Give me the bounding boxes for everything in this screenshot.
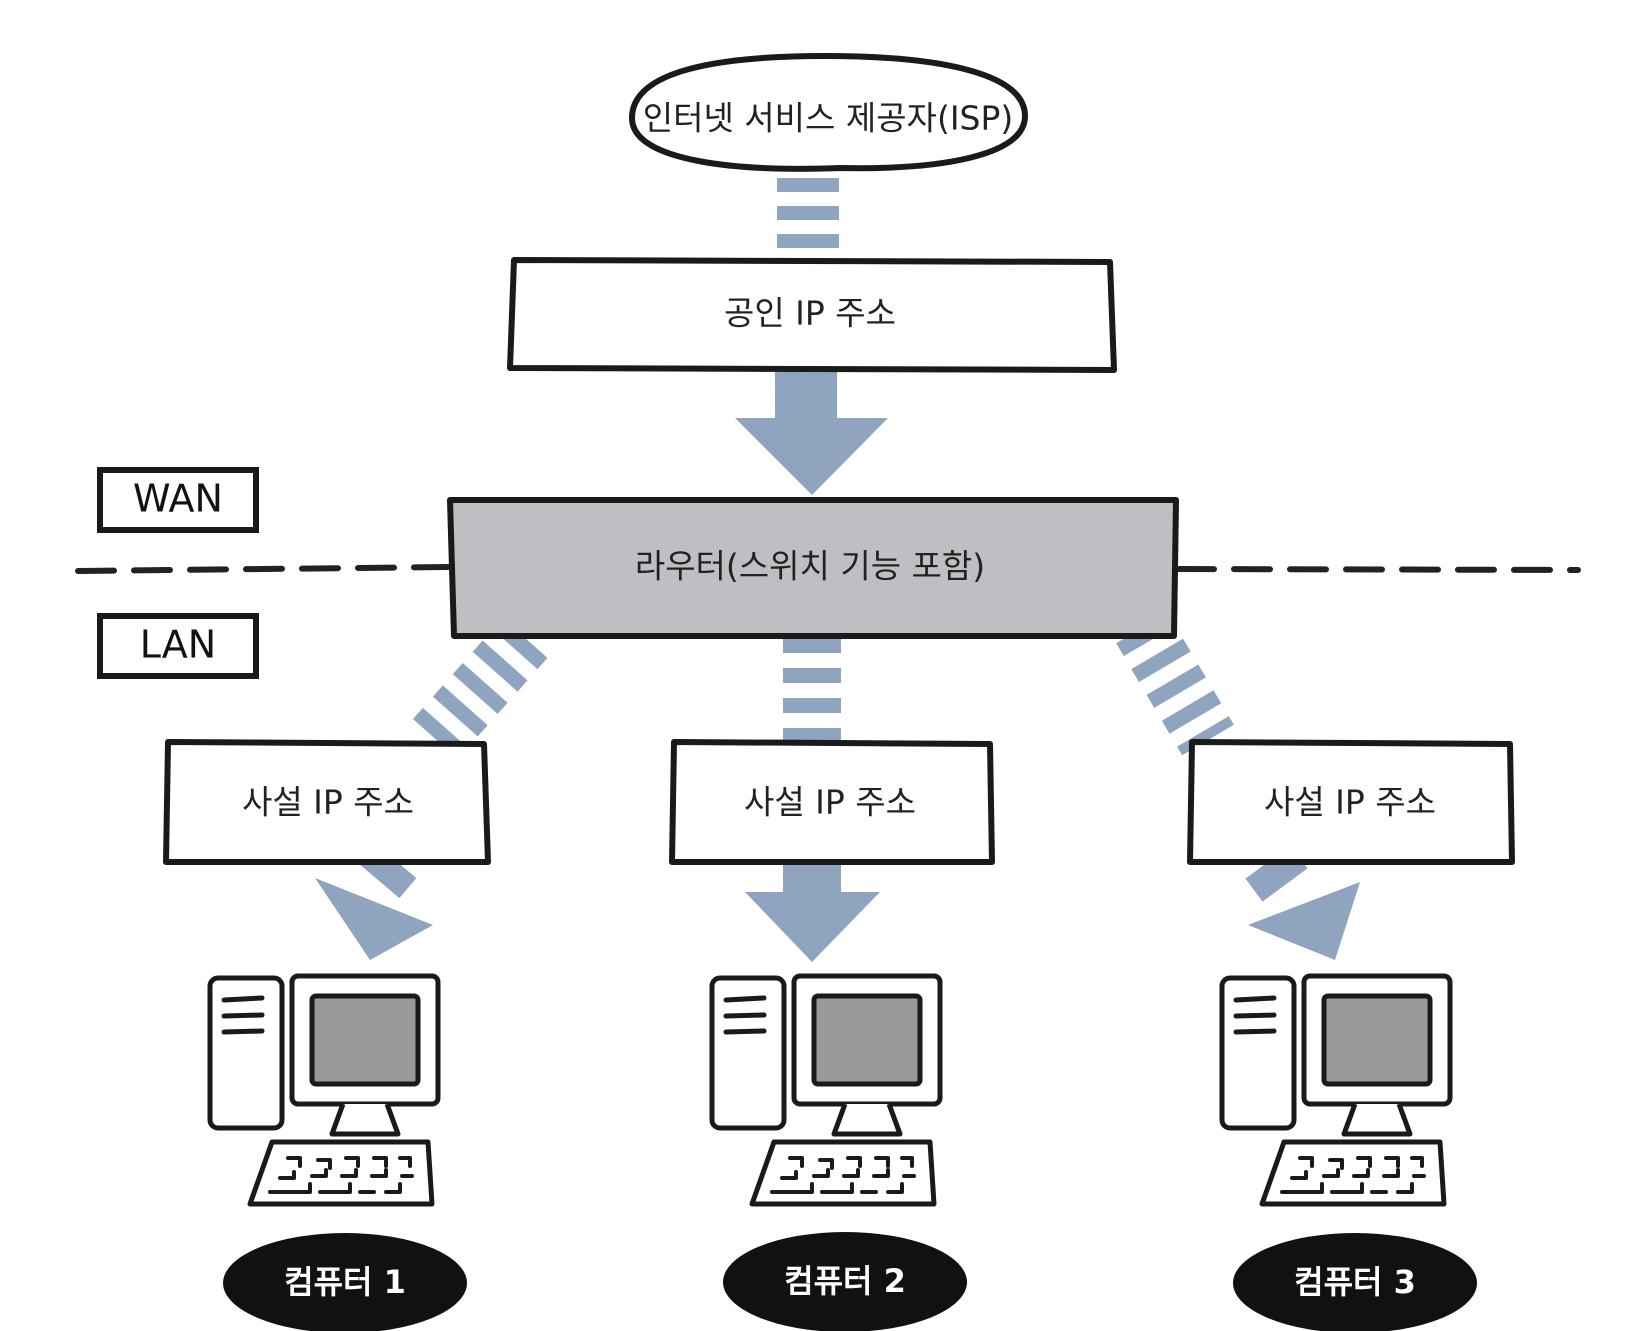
- computer-name-3: 컴퓨터 3: [1294, 1263, 1416, 1301]
- private-ip-label-1: 사설 IP 주소: [242, 783, 414, 822]
- private-ip-node-2: 사설 IP 주소: [669, 739, 995, 865]
- isp-label: 인터넷 서비스 제공자(ISP): [643, 99, 1014, 138]
- private-ip-node-3: 사설 IP 주소: [1187, 739, 1515, 865]
- link-public-to-router: [735, 368, 888, 495]
- lan-tag: LAN: [97, 613, 259, 679]
- wan-lan-boundary-right: [1175, 566, 1581, 573]
- private-ip-node-1: 사설 IP 주소: [163, 739, 491, 865]
- arrow-head-down: [735, 418, 888, 495]
- computer-label-2: 컴퓨터 2: [723, 1232, 967, 1331]
- private-ip-label-2: 사설 IP 주소: [744, 783, 916, 822]
- arrow-head-pc1: [315, 878, 433, 960]
- computer-label-1: 컴퓨터 1: [223, 1233, 467, 1331]
- computer-name-2: 컴퓨터 2: [784, 1262, 906, 1300]
- wan-tag: WAN: [97, 467, 259, 533]
- arrow-head-pc2: [745, 892, 880, 962]
- computer-icon-2: [712, 976, 940, 1204]
- router-label: 라우터(스위치 기능 포함): [635, 547, 985, 586]
- computer-icon-3: [1222, 976, 1450, 1204]
- link-router-to-pc3: [1116, 612, 1360, 960]
- public-ip-label: 공인 IP 주소: [724, 294, 896, 333]
- router-node: 라우터(스위치 기능 포함): [447, 497, 1179, 639]
- isp-node: 인터넷 서비스 제공자(ISP): [628, 52, 1029, 172]
- public-ip-node: 공인 IP 주소: [507, 257, 1117, 373]
- wan-label: WAN: [133, 477, 223, 521]
- computer-name-1: 컴퓨터 1: [284, 1263, 406, 1301]
- arrow-head-pc3: [1248, 882, 1360, 960]
- private-ip-label-3: 사설 IP 주소: [1264, 783, 1436, 822]
- wan-lan-boundary-left: [75, 564, 451, 574]
- lan-label: LAN: [140, 623, 216, 667]
- computer-icon-1: [210, 976, 438, 1204]
- computer-label-3: 컴퓨터 3: [1233, 1233, 1477, 1331]
